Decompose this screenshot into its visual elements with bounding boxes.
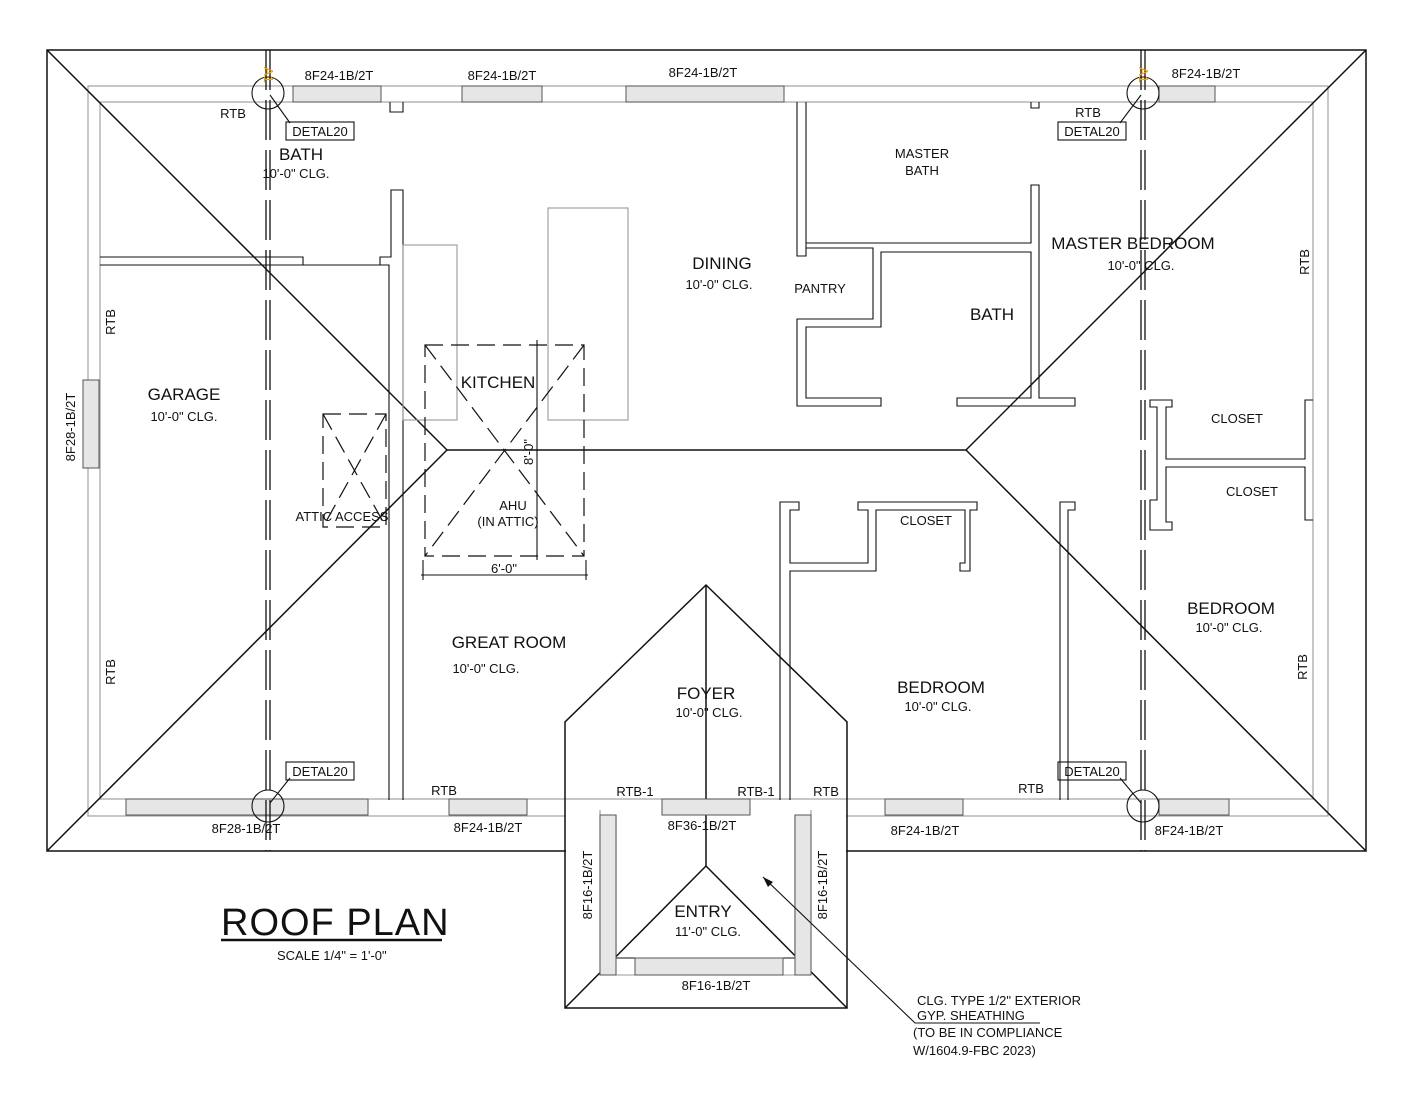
note-arrow-icon bbox=[763, 877, 773, 887]
drawing-scale: SCALE 1/4" = 1'-0" bbox=[277, 948, 387, 963]
detail-markers bbox=[251, 76, 1160, 823]
hip-lines bbox=[46, 49, 1367, 852]
rtb-label: RTB-1 bbox=[616, 784, 653, 799]
grid-mark-a1: A1 bbox=[1136, 67, 1151, 83]
room-ceiling: 10'-0" CLG. bbox=[1195, 620, 1262, 635]
room-name: PANTRY bbox=[794, 281, 846, 296]
rtb-label: RTB-1 bbox=[737, 784, 774, 799]
detail-tag: DETAL20 bbox=[292, 764, 347, 779]
grid-lines bbox=[265, 50, 1146, 851]
grid-mark-a1: A1 bbox=[261, 67, 276, 83]
header-label: 8F24-1B/2T bbox=[468, 68, 537, 83]
header-label: 8F24-1B/2T bbox=[669, 65, 738, 80]
header-label: 8F24-1B/2T bbox=[1172, 66, 1241, 81]
room-name: MASTER bbox=[895, 146, 949, 161]
header-label: 8F24-1B/2T bbox=[305, 68, 374, 83]
rtb-label: RTB bbox=[1297, 249, 1312, 275]
header-label: 8F24-1B/2T bbox=[1155, 823, 1224, 838]
header-label: 8F28-1B/2T bbox=[63, 393, 78, 462]
detail-tag: DETAL20 bbox=[1064, 764, 1119, 779]
room-name: CLOSET bbox=[1226, 484, 1278, 499]
room-ceiling: 10'-0" CLG. bbox=[262, 166, 329, 181]
detail-tag: DETAL20 bbox=[292, 124, 347, 139]
room-ceiling: 11'-0" CLG. bbox=[675, 924, 741, 939]
dimension-label: 8'-0" bbox=[521, 439, 536, 465]
note-line: (TO BE IN COMPLIANCE bbox=[913, 1025, 1063, 1040]
header-label: 8F24-1B/2T bbox=[891, 823, 960, 838]
note-line: W/1604.9-FBC 2023) bbox=[913, 1043, 1036, 1058]
header-label: 8F16-1B/2T bbox=[580, 851, 595, 920]
dimension-label: 6'-0" bbox=[491, 561, 517, 576]
headers bbox=[82, 85, 1230, 816]
room-name: FOYER bbox=[677, 684, 736, 703]
note-line: GYP. SHEATHING bbox=[917, 1008, 1025, 1023]
room-name: KITCHEN bbox=[461, 373, 536, 392]
detail-tag: DETAL20 bbox=[1064, 124, 1119, 139]
rtb-label: RTB bbox=[103, 659, 118, 685]
room-ceiling: 10'-0" CLG. bbox=[675, 705, 742, 720]
rtb-label: RTB bbox=[103, 309, 118, 335]
rtb-label: RTB bbox=[1075, 105, 1101, 120]
room-name: BATH bbox=[905, 163, 939, 178]
ahu-unit bbox=[421, 340, 588, 580]
ahu-label: AHU bbox=[499, 498, 526, 513]
room-name: BEDROOM bbox=[897, 678, 985, 697]
room-name: CLOSET bbox=[900, 513, 952, 528]
rtb-label: RTB bbox=[220, 106, 246, 121]
header-label: 8F16-1B/2T bbox=[815, 851, 830, 920]
ahu-label: (IN ATTIC) bbox=[477, 514, 538, 529]
rtb-label: RTB bbox=[1295, 654, 1310, 680]
header-label: 8F28-1B/2T bbox=[212, 821, 281, 836]
header-label: 8F24-1B/2T bbox=[454, 820, 523, 835]
note-leader bbox=[762, 876, 1040, 1024]
drawing-title: ROOF PLAN bbox=[221, 902, 450, 944]
rtb-label: RTB bbox=[1018, 781, 1044, 796]
room-name: BATH bbox=[279, 145, 323, 164]
rtb-label: RTB bbox=[813, 784, 839, 799]
room-name: BATH bbox=[970, 305, 1014, 324]
attic-access-hatch bbox=[322, 413, 387, 528]
room-name: DINING bbox=[692, 254, 752, 273]
attic-access-label: ATTIC ACCESS bbox=[296, 509, 389, 524]
room-ceiling: 10'-0" CLG. bbox=[150, 409, 217, 424]
entry-roof bbox=[564, 583, 848, 1009]
header-label: 8F16-1B/2T bbox=[682, 978, 751, 993]
room-name: BEDROOM bbox=[1187, 599, 1275, 618]
note-line: CLG. TYPE 1/2" EXTERIOR bbox=[917, 993, 1081, 1008]
room-ceiling: 10'-0" CLG. bbox=[1107, 258, 1174, 273]
room-name: GREAT ROOM bbox=[452, 633, 567, 652]
room-name: GARAGE bbox=[148, 385, 221, 404]
rtb-label: RTB bbox=[431, 783, 457, 798]
room-name: MASTER BEDROOM bbox=[1051, 234, 1214, 253]
room-name: CLOSET bbox=[1211, 411, 1263, 426]
interior-walls bbox=[100, 102, 1313, 800]
room-ceiling: 10'-0" CLG. bbox=[685, 277, 752, 292]
room-ceiling: 10'-0" CLG. bbox=[452, 661, 519, 676]
room-ceiling: 10'-0" CLG. bbox=[904, 699, 971, 714]
header-label: 8F36-1B/2T bbox=[668, 818, 737, 833]
room-name: ENTRY bbox=[674, 902, 731, 921]
